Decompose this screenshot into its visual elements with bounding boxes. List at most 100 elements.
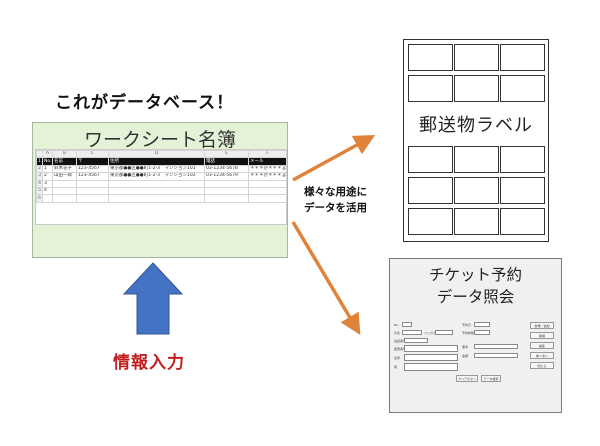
table-cell: 山田一郎 bbox=[52, 172, 77, 181]
table-cell: 03-1234-5679 bbox=[204, 172, 249, 181]
column-letter: D bbox=[108, 149, 205, 159]
field-label-date: 予約日 bbox=[462, 323, 472, 327]
seat-field[interactable] bbox=[404, 363, 458, 371]
table-cell: 123-4567 bbox=[76, 172, 109, 181]
zip-field[interactable] bbox=[404, 345, 458, 352]
label-cell bbox=[454, 177, 499, 204]
table-cell: 123-4567 bbox=[76, 164, 109, 174]
table-cell: 03-1234-5678 bbox=[204, 164, 249, 174]
label-cell bbox=[500, 177, 545, 204]
table-row: 2 1 鈴木花子 123-4567 東京都●●区●●町1-2-3 マンション10… bbox=[36, 164, 287, 174]
table-row: 4 3 bbox=[36, 179, 287, 188]
table-cell: 1 bbox=[42, 164, 53, 174]
edit-button[interactable]: 編集 bbox=[530, 342, 554, 349]
note-field[interactable] bbox=[474, 344, 518, 349]
table-cell bbox=[204, 186, 249, 196]
new-add-button[interactable]: 新規／追加 bbox=[530, 322, 554, 329]
label-cell bbox=[500, 208, 545, 235]
table-cell bbox=[52, 179, 77, 188]
table-row: 5 4 bbox=[36, 186, 287, 196]
field-label-tel: 電話番号 bbox=[394, 339, 407, 343]
table-cell bbox=[52, 186, 77, 196]
ticket-form-subtitle: データ照会 bbox=[436, 288, 515, 306]
prev-next-button[interactable]: 前へ次へ bbox=[530, 352, 554, 359]
spreadsheet-grid: A B C D E F 1 No. 名前 〒 住所 電話 メール 2 bbox=[35, 149, 287, 225]
table-cell bbox=[76, 179, 109, 188]
table-cell bbox=[52, 194, 77, 203]
table-cell: ＊＊＊＠＊＊＊.jp bbox=[248, 164, 287, 174]
column-letter-row: A B C D E F bbox=[36, 149, 287, 159]
tel-field[interactable] bbox=[404, 338, 428, 343]
table-cell bbox=[76, 194, 109, 203]
column-letter: E bbox=[204, 149, 249, 159]
table-cell: No. bbox=[42, 157, 53, 166]
data-search-button[interactable]: データ検索 bbox=[481, 375, 501, 382]
table-cell bbox=[204, 179, 249, 188]
label-cell bbox=[454, 44, 499, 71]
usage-caption-line-2: データを活用 bbox=[304, 202, 367, 214]
count-field[interactable] bbox=[474, 330, 490, 335]
field-label-name: 氏名 bbox=[394, 331, 401, 335]
amount-field[interactable] bbox=[474, 353, 518, 358]
table-cell: ＊＊＊＠＊＊＊.jp bbox=[248, 172, 287, 181]
delete-button[interactable]: 削除 bbox=[530, 332, 554, 339]
field-label-zip: 郵便番号 bbox=[394, 347, 407, 351]
field-label-count: 予約枚数 bbox=[462, 331, 475, 335]
label-cell bbox=[500, 44, 545, 71]
label-cell bbox=[408, 146, 453, 173]
close-button[interactable]: 閉じる bbox=[530, 362, 554, 369]
label-cell bbox=[454, 208, 499, 235]
table-row: 3 2 山田一郎 123-4567 東京都●●区●●町1-2-3 マンション10… bbox=[36, 172, 287, 181]
ticket-form-title: チケット予約 bbox=[428, 266, 522, 284]
kana-field[interactable] bbox=[435, 330, 453, 335]
table-cell bbox=[42, 194, 53, 203]
column-letter: F bbox=[248, 149, 287, 159]
usage-caption-line-1: 様々な用途に bbox=[304, 186, 367, 198]
table-cell bbox=[248, 179, 287, 188]
usage-caption: 様々な用途に データを活用 bbox=[304, 184, 367, 216]
table-cell: 電話 bbox=[204, 157, 249, 166]
field-label-kana: フリガナ bbox=[424, 331, 437, 335]
arrow-to-label-sheet bbox=[292, 134, 376, 182]
table-cell bbox=[248, 186, 287, 196]
mailing-label-sheet: 郵送物ラベル bbox=[403, 39, 549, 242]
table-cell bbox=[108, 194, 205, 203]
field-label-note: 備考 bbox=[462, 345, 469, 349]
arrow-to-ticket-form bbox=[291, 221, 361, 336]
input-caption: 情報入力 bbox=[113, 353, 185, 373]
field-label-seat: 席 bbox=[394, 365, 398, 369]
no-field[interactable] bbox=[402, 322, 412, 327]
table-cell bbox=[248, 194, 287, 203]
label-cell bbox=[408, 208, 453, 235]
table-cell: メール bbox=[248, 157, 287, 166]
table-cell bbox=[108, 186, 205, 196]
address-field[interactable] bbox=[404, 354, 458, 361]
worksheet-card: ワークシート名簿 A B C D E F 1 No. 名前 bbox=[32, 122, 288, 258]
label-cell bbox=[500, 75, 545, 102]
label-cell bbox=[500, 146, 545, 173]
table-cell: 東京都●●区●●町1-2-3 マンション102 bbox=[108, 172, 205, 181]
table-cell: 東京都●●区●●町1-2-3 マンション101 bbox=[108, 164, 205, 174]
ticket-reservation-form: チケット予約 データ照会 No. 氏名 フリガナ 電話番号 郵便番号 住所 席 … bbox=[389, 258, 562, 413]
clear-button[interactable]: クリアボタン bbox=[456, 375, 478, 382]
label-cell bbox=[408, 177, 453, 204]
table-cell: 3 bbox=[42, 179, 53, 188]
label-sheet-title: 郵送物ラベル bbox=[419, 115, 533, 136]
table-cell: 鈴木花子 bbox=[52, 164, 77, 174]
label-cell bbox=[408, 44, 453, 71]
column-letter: B bbox=[52, 149, 77, 159]
table-row: 6 bbox=[36, 194, 287, 203]
table-cell: 〒 bbox=[76, 157, 109, 166]
table-cell: 2 bbox=[42, 172, 53, 181]
table-cell: 4 bbox=[42, 186, 53, 196]
field-label-amount: 金額 bbox=[462, 354, 469, 358]
table-cell: 名前 bbox=[52, 157, 77, 166]
label-cell bbox=[454, 146, 499, 173]
worksheet-title: ワークシート名簿 bbox=[83, 129, 236, 151]
name-field[interactable] bbox=[402, 330, 422, 335]
date-field[interactable] bbox=[474, 322, 490, 327]
arrow-input-up bbox=[122, 262, 184, 335]
field-label-no: No. bbox=[394, 323, 399, 327]
label-cell bbox=[454, 75, 499, 102]
